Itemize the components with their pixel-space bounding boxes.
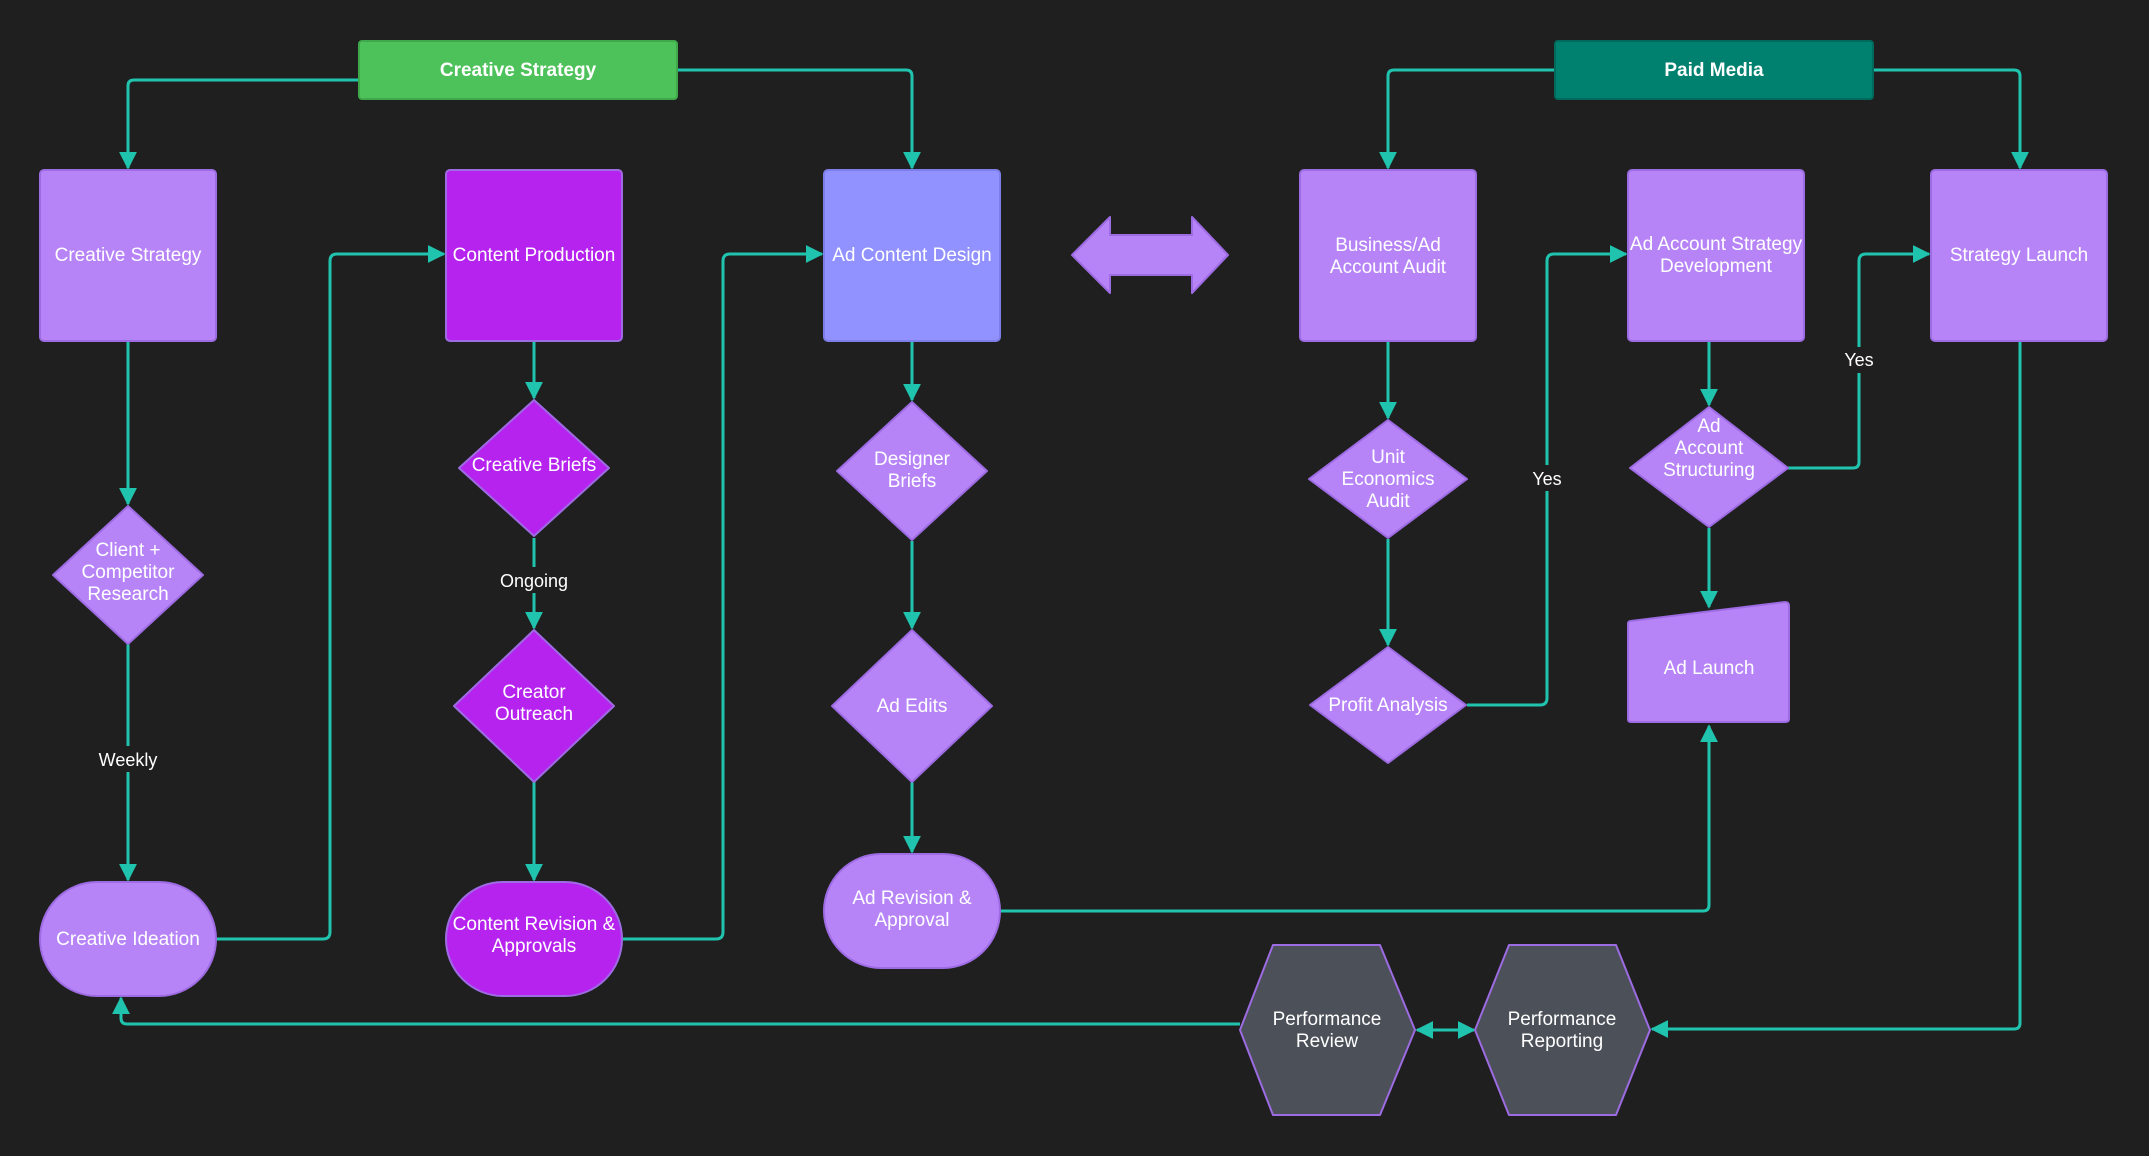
connector-header-to-creative-strategy <box>119 78 360 170</box>
node-profit-analysis: Profit Analysis <box>1309 646 1467 764</box>
edge-label-weekly-text: Weekly <box>99 750 158 770</box>
node-creative-strategy-label: Creative Strategy <box>55 245 202 266</box>
node-creative-ideation-label: Creative Ideation <box>56 929 200 950</box>
node-business-audit-line-1: Business/Ad <box>1335 235 1441 256</box>
connector-paid-header-to-business-audit <box>1379 68 1555 170</box>
node-designer-briefs-line-2: Briefs <box>888 471 937 492</box>
edge-label-yes-structuring: Yes <box>1839 347 1879 373</box>
node-structuring-line-3: Structuring <box>1663 460 1755 481</box>
node-creator-outreach-line-1: Creator <box>502 682 566 703</box>
connector-strategy-launch-to-performance-reporting <box>1650 341 2022 1038</box>
node-creative-briefs: Creative Briefs <box>458 399 610 537</box>
node-profit-analysis-label: Profit Analysis <box>1328 695 1447 716</box>
connector-ideation-to-content-production <box>216 245 446 941</box>
node-ad-edits-label: Ad Edits <box>877 696 948 717</box>
edge-label-ongoing: Ongoing <box>494 567 574 593</box>
node-creator-outreach-line-2: Outreach <box>495 704 573 725</box>
node-client-research-line-2: Competitor <box>82 562 176 583</box>
node-performance-review-line-1: Performance <box>1273 1009 1382 1030</box>
creative-strategy-header-label: Creative Strategy <box>440 60 597 81</box>
node-creative-ideation: Creative Ideation <box>39 881 217 997</box>
node-client-research-line-3: Research <box>87 584 168 605</box>
node-performance-review: Performance Review <box>1239 944 1416 1116</box>
node-ad-revision-approval: Ad Revision & Approval <box>823 853 1001 969</box>
connector-paid-header-to-strategy-launch <box>1872 68 2029 170</box>
connector-performance-review-to-ideation <box>112 996 1240 1026</box>
edge-label-yes-profit: Yes <box>1527 465 1567 491</box>
connector-header-to-ad-content-design <box>677 68 921 170</box>
node-designer-briefs-line-1: Designer <box>874 449 951 470</box>
node-unit-economics-line-3: Audit <box>1366 491 1410 512</box>
node-ad-content-design: Ad Content Design <box>823 169 1001 342</box>
paid-media-header: Paid Media <box>1554 40 1874 100</box>
node-structuring-line-1: Ad <box>1697 416 1720 437</box>
edge-label-weekly: Weekly <box>94 746 162 772</box>
node-performance-reporting: Performance Reporting <box>1474 944 1651 1116</box>
paid-media-header-label: Paid Media <box>1664 60 1764 81</box>
node-unit-economics-line-1: Unit <box>1371 447 1406 468</box>
node-creative-strategy: Creative Strategy <box>39 169 217 342</box>
connector-content-revision-to-ad-content-design <box>623 245 824 941</box>
node-ad-account-structuring: Ad Account Structuring <box>1629 406 1789 528</box>
node-strategy-launch-label: Strategy Launch <box>1950 245 2088 266</box>
node-ad-revision-line-2: Approval <box>875 910 950 931</box>
node-structuring-line-2: Account <box>1675 438 1744 459</box>
node-ad-launch: Ad Launch <box>1627 600 1790 723</box>
node-creative-briefs-label: Creative Briefs <box>472 455 597 476</box>
node-client-research-line-1: Client + <box>96 540 161 561</box>
node-business-ad-account-audit: Business/Ad Account Audit <box>1299 169 1477 342</box>
node-performance-reporting-line-2: Reporting <box>1521 1031 1603 1052</box>
node-content-production: Content Production <box>445 169 623 342</box>
connector-ad-revision-to-ad-launch <box>1001 724 1718 913</box>
node-strategy-development-line-1: Ad Account Strategy <box>1630 234 1803 255</box>
node-business-audit-line-2: Account Audit <box>1330 257 1447 278</box>
node-client-competitor-research: Client + Competitor Research <box>52 505 204 645</box>
edge-label-yes-profit-text: Yes <box>1532 469 1561 489</box>
node-performance-reporting-line-1: Performance <box>1508 1009 1617 1030</box>
node-creator-outreach: Creator Outreach <box>453 629 615 783</box>
node-content-revision-line-2: Approvals <box>492 936 577 957</box>
node-strategy-development-line-2: Development <box>1660 256 1773 277</box>
node-performance-review-line-2: Review <box>1296 1031 1359 1052</box>
node-unit-economics-line-2: Economics <box>1342 469 1435 490</box>
node-content-revision-line-1: Content Revision & <box>453 914 616 935</box>
node-ad-edits: Ad Edits <box>831 629 993 783</box>
edge-label-yes-structuring-text: Yes <box>1844 350 1873 370</box>
double-arrow-icon <box>1071 216 1229 294</box>
node-ad-launch-label: Ad Launch <box>1664 658 1755 679</box>
node-content-revision-approvals: Content Revision & Approvals <box>445 881 623 997</box>
node-ad-account-strategy-development: Ad Account Strategy Development <box>1627 169 1805 342</box>
node-strategy-launch: Strategy Launch <box>1930 169 2108 342</box>
node-ad-revision-line-1: Ad Revision & <box>852 888 972 909</box>
node-ad-content-design-label: Ad Content Design <box>832 245 992 266</box>
node-designer-briefs: Designer Briefs <box>836 401 988 541</box>
creative-strategy-header: Creative Strategy <box>358 40 678 100</box>
node-unit-economics-audit: Unit Economics Audit <box>1308 419 1468 539</box>
edge-label-ongoing-text: Ongoing <box>500 571 568 591</box>
node-content-production-label: Content Production <box>453 245 616 266</box>
